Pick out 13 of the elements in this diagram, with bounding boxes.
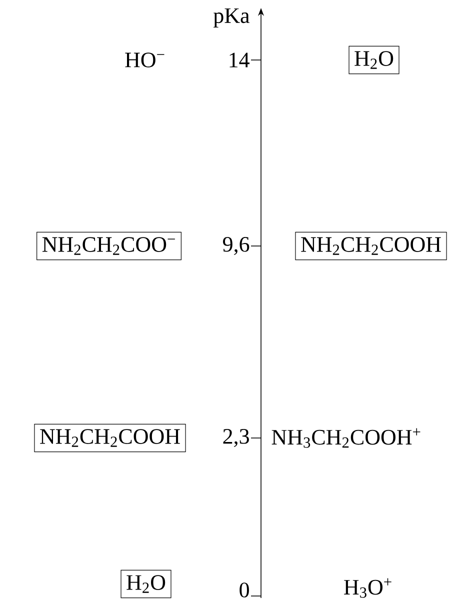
species-box: NH$_{2}$CH$_{2}$COOH: [295, 232, 447, 260]
tick-label: 2,3: [223, 429, 249, 447]
species-box: NH$_{2}$CH$_{2}$COO$^{−}$: [36, 232, 182, 260]
species-label: HO$^{−}$: [125, 52, 164, 68]
tick-label: 14: [230, 52, 250, 68]
species-box: NH$_{2}$CH$_{2}$COOH: [34, 424, 186, 452]
species-label: H$_{3}$O$^{+}$: [344, 578, 392, 598]
axis-label: pKa: [214, 8, 250, 28]
species-box: H$_{2}$O: [120, 570, 172, 598]
tick-label: 0: [240, 582, 249, 598]
tick-label: 9,6: [223, 237, 250, 255]
species-box: H$_{2}$O: [348, 46, 400, 74]
species-label: NH$_{3}$CH$_{2}$COOH$^{+}$: [272, 428, 420, 448]
